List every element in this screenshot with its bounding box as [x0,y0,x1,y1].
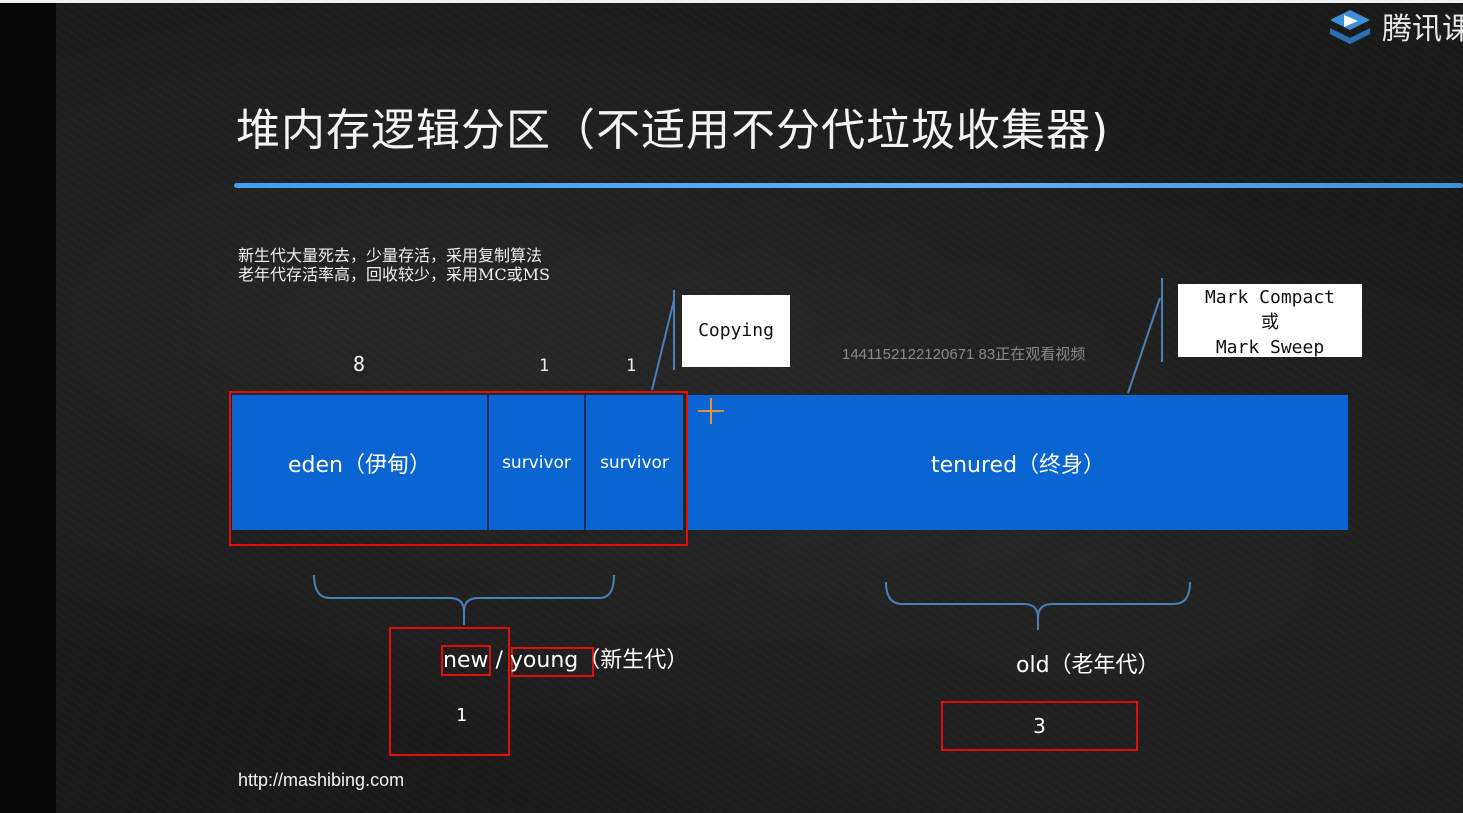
young-ratio-box [389,627,510,756]
young-generation-label: new/young（新生代） [443,642,688,674]
tenured-label: tenured（终身） [930,452,1106,478]
mark-compact-box: Mark Compact 或 Mark Sweep [1178,284,1362,358]
young-highlight-box [229,391,688,546]
eden-ratio: 8 [353,352,366,376]
survivor1-label: survivor [502,452,571,473]
young-ratio: 1 [456,705,467,726]
survivor1-block: survivor [489,395,586,530]
old-ratio-box: 3 [941,701,1138,751]
survivor2-label: survivor [600,452,669,473]
notes: 新生代大量死去，少量存活，采用复制算法 老年代存活率高，回收较少，采用MC或MS [238,246,550,284]
plus-icon [697,396,725,426]
young-cn-label: （新生代） [578,648,689,673]
play-icon [1330,10,1370,44]
note-line-2: 老年代存活率高，回收较少，采用MC或MS [238,265,550,284]
tenured-block: tenured（终身） [688,395,1348,530]
survivor2-ratio: 1 [626,356,637,376]
copying-box: Copying [682,295,790,367]
old-ratio: 3 [1033,714,1046,738]
new-label: new [443,648,489,673]
top-white-strip [0,0,1463,3]
survivor2-block: survivor [586,395,683,530]
eden-block: eden（伊甸） [232,395,489,530]
left-black-bar [0,0,56,813]
copying-label: Copying [698,320,774,341]
note-line-1: 新生代大量死去，少量存活，采用复制算法 [238,246,543,265]
viewer-watermark: 1441152122120671 83正在观看视频 [842,346,1086,363]
young-label: young [509,648,579,673]
survivor1-ratio: 1 [539,356,550,376]
mark-compact-label: Mark Compact [1204,287,1336,308]
slide-title: 堆内存逻辑分区（不适用不分代垃圾收集器) [236,105,1110,156]
eden-label: eden（伊甸） [288,452,431,478]
or-label: 或 [1261,312,1279,333]
footer-url: http://mashibing.com [238,770,405,790]
mark-sweep-label: Mark Sweep [1215,337,1325,358]
tencent-classroom-logo: 腾讯课 [1326,6,1463,47]
old-generation-label: old（老年代） [1016,653,1160,678]
new-highlight-box [441,645,491,676]
young-highlight-box-small [511,647,594,677]
logo-text: 腾讯课 [1382,12,1463,47]
title-underline [234,183,1463,188]
slash-label: / [495,648,503,673]
